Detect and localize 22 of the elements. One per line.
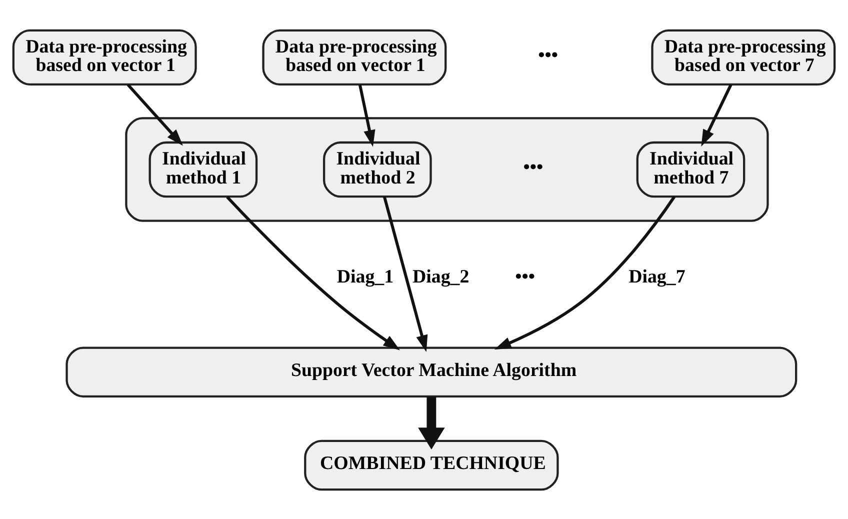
node-box: Individual method 7: [636, 140, 746, 198]
label: •••: [538, 44, 558, 66]
edge-label: Diag_1: [336, 266, 394, 288]
node-box: Individual method 1: [148, 140, 258, 198]
node-box: Data pre-processing based on vector 1: [12, 28, 197, 85]
arrow: [701, 84, 732, 146]
arrow: [382, 196, 428, 352]
node-box: Support Vector Machine Algorithm: [66, 346, 798, 397]
label: •••: [523, 156, 544, 178]
arrow: [358, 84, 376, 146]
node-box: Data pre-processing based on vector 7: [651, 28, 836, 85]
edge-label: Diag_7: [628, 266, 686, 288]
arrow: [226, 195, 400, 350]
arrow: [494, 195, 676, 349]
arrow: [126, 83, 183, 146]
node-box: Individual method 2: [322, 140, 432, 198]
label: •••: [515, 266, 536, 288]
cluster: [125, 116, 769, 222]
node-box: Data pre-processing based on vector 1: [262, 28, 447, 85]
edge-label: Diag_2: [412, 266, 470, 288]
arrow: [418, 396, 445, 449]
node-box: COMBINED TECHNIQUE: [304, 439, 559, 490]
